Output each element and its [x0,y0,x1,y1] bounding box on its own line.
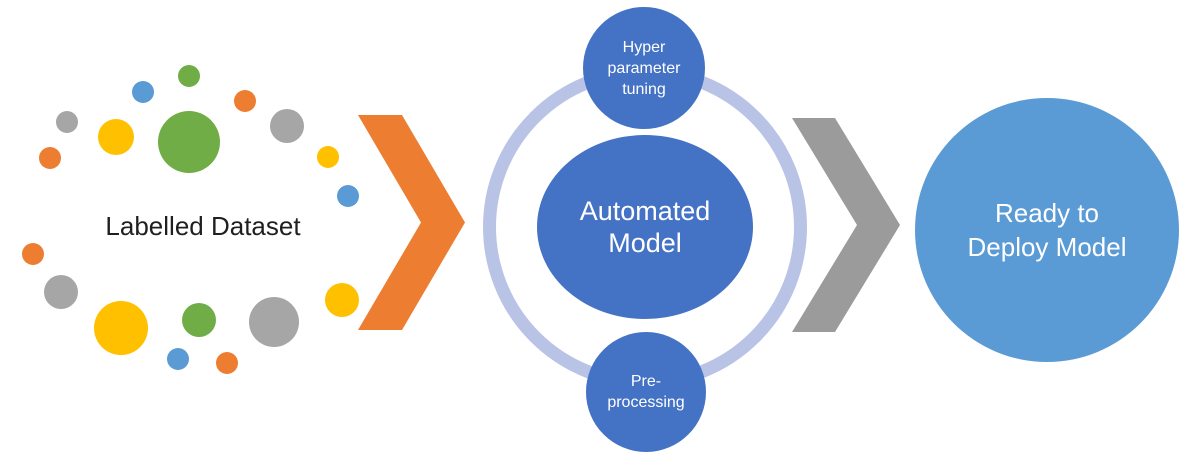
dataset-dot [249,297,299,347]
ready-to-deploy-circle: Ready to Deploy Model [915,98,1179,362]
dataset-dot [98,119,134,155]
dataset-dot [167,348,189,370]
dataset-dot [325,283,359,317]
dataset-dot [44,275,78,309]
arrow-right-gray-icon [792,118,900,332]
dataset-dot [317,146,339,168]
dataset-dot [132,81,154,103]
dataset-dot [216,352,238,374]
dataset-dot [22,243,44,265]
dataset-dot [56,111,78,133]
dataset-dot [158,111,220,173]
dataset-dot [94,301,148,355]
automated-model-label: Automated Model [579,196,711,258]
dataset-dot [178,65,200,87]
arrow-right-orange-icon [358,115,465,330]
dataset-dot [270,109,304,143]
dataset-dot [234,90,256,112]
hyperparameter-tuning-label: Hyper parameter tuning [607,38,681,98]
arrow-right-gray-shape [792,118,900,332]
labelled-dataset-label: Labelled Dataset [105,211,301,241]
ready-to-deploy-label: Ready to Deploy Model [967,198,1127,262]
dataset-dot [39,147,61,169]
preprocessing-circle: Pre- processing [586,332,706,452]
preprocessing-label: Pre- processing [607,373,685,411]
automated-model-ellipse: Automated Model [537,135,753,319]
hyperparameter-tuning-circle: Hyper parameter tuning [583,7,705,129]
dataset-dot [337,185,359,207]
dataset-dot [182,303,216,337]
arrow-right-orange-shape [358,115,465,330]
